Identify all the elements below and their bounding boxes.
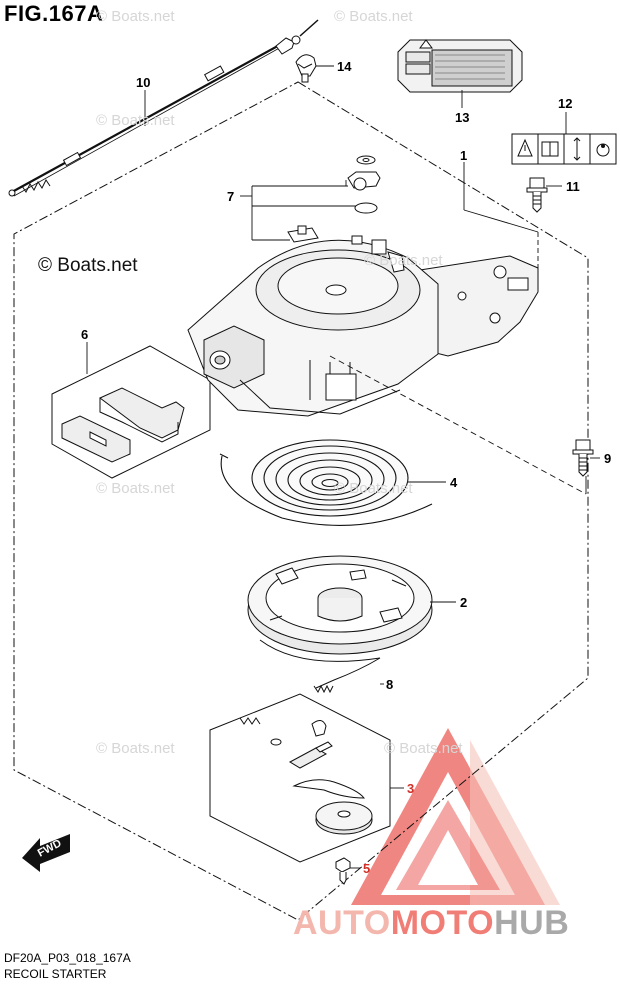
callout-3: 3: [407, 781, 414, 796]
callout-14: 14: [337, 59, 352, 74]
assembly-boundary: [13, 81, 589, 921]
callout-4: 4: [450, 475, 458, 490]
brand-part-moto: MOTO: [390, 904, 495, 942]
callout-2: 2: [460, 595, 467, 610]
figure-caption: RECOIL STARTER: [4, 967, 107, 981]
callout-11: 11: [566, 179, 580, 194]
callout-9: 9: [604, 451, 611, 466]
recoil-spring: [219, 439, 433, 526]
watermark-faint: © Boats.net: [384, 740, 463, 757]
figure-code: DF20A_P03_018_167A: [4, 951, 131, 965]
callout-6: 6: [81, 327, 88, 342]
callout-5: 5: [363, 861, 370, 876]
starter-handle-kit: [51, 345, 211, 479]
lockout-cable: [8, 19, 319, 197]
bolt-11: [526, 177, 548, 213]
screw-5: [335, 857, 351, 885]
recoil-starter-housing: [187, 235, 539, 417]
callout-12: 12: [558, 96, 572, 111]
watermark-faint: © Boats.net: [364, 252, 443, 269]
figure-title: FIG.167A: [4, 1, 104, 26]
clip-part: [295, 54, 317, 83]
watermark-faint: © Boats.net: [96, 8, 175, 25]
brand-part-hub: HUB: [494, 904, 570, 942]
callout-numbers: 10 14 13 12 11 1 7 6 9 4 2 8 3 5: [81, 59, 611, 876]
automotohub-logo-mark: [351, 728, 560, 905]
callout-1: 1: [460, 148, 467, 163]
watermark-faint: © Boats.net: [96, 740, 175, 757]
automotohub-logo-text: AUTOMOTOHUB: [293, 904, 569, 943]
forward-direction-arrow: FWD: [22, 834, 70, 872]
brand-part-auto: AUTO: [293, 904, 391, 942]
watermark-faint: © Boats.net: [96, 480, 175, 497]
ratchet-kit: [209, 693, 391, 863]
callout-8: 8: [386, 677, 393, 692]
caution-label: [511, 133, 617, 165]
watermark-faint: © Boats.net: [96, 112, 175, 129]
bolt-9: [572, 439, 594, 477]
starter-rope: [259, 639, 381, 694]
watermark-main: © Boats.net: [38, 255, 138, 276]
lockout-parts: [287, 155, 381, 243]
callout-7: 7: [227, 189, 234, 204]
watermark-faint: © Boats.net: [334, 8, 413, 25]
callout-10: 10: [136, 75, 150, 90]
reel: [247, 555, 433, 655]
watermark-faint: © Boats.net: [334, 480, 413, 497]
warning-label: [397, 39, 523, 93]
leader-lines: [86, 65, 600, 869]
callout-13: 13: [455, 110, 469, 125]
